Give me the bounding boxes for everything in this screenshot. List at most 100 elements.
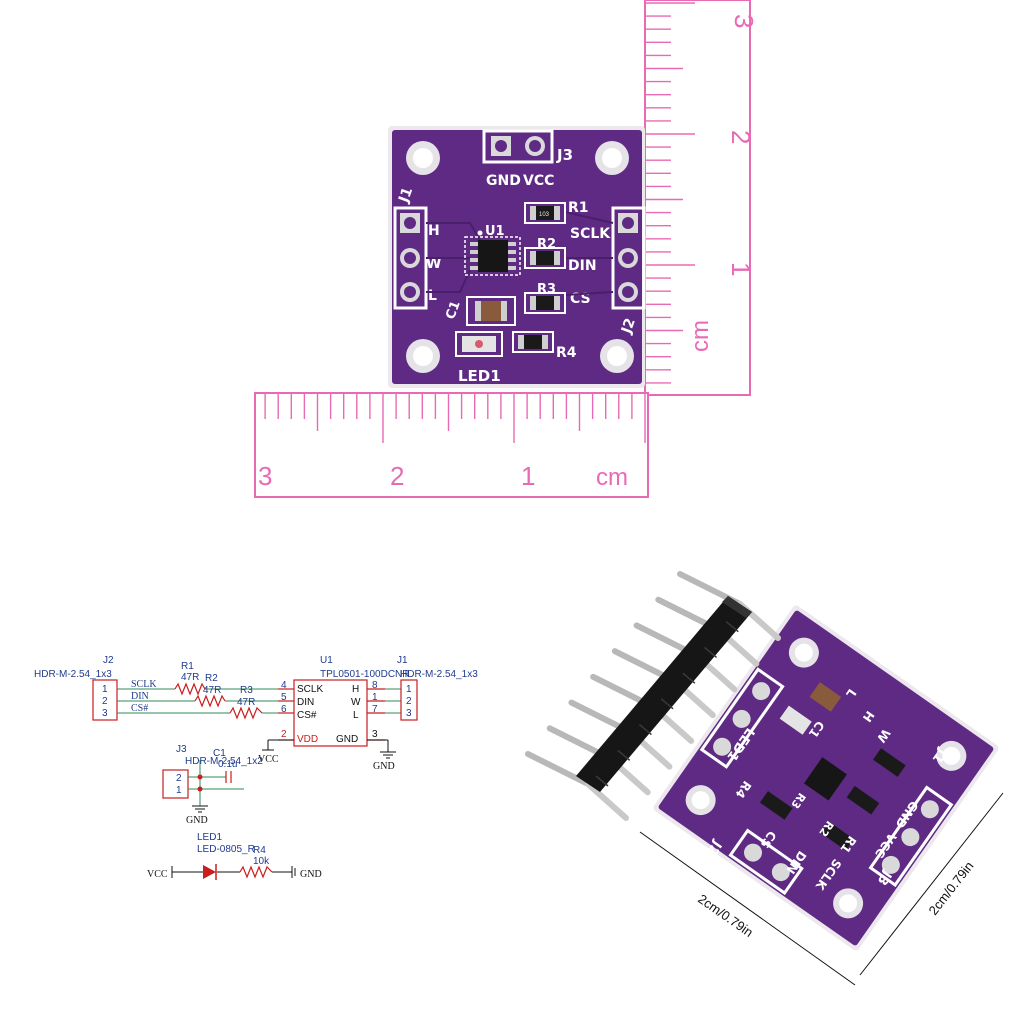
schematic-sclk-net: SCLK (131, 679, 157, 690)
schematic-u1-pin-name: VDD (297, 734, 318, 745)
header-segment (638, 723, 652, 736)
r1-resistor: 103 (524, 202, 566, 224)
schematic-j1-body (400, 679, 418, 721)
vertical-ruler-number-3: 3 (729, 14, 759, 28)
led1-led (455, 331, 503, 357)
r3-resistor (524, 292, 566, 314)
schematic-j2-body (92, 679, 118, 721)
pin-header-strip (525, 571, 781, 821)
angled-j2-label: J2 (704, 837, 725, 858)
schematic-u1-pin-name: SCLK (297, 684, 323, 695)
pcb-top-view: J3 GND VCC J1 H W L J2 SCLK DIN CS (388, 126, 646, 388)
j1-header (393, 206, 428, 310)
u1-chip (464, 230, 521, 276)
schematic-u1-pin-num: 1 (372, 692, 378, 703)
header-segment (595, 775, 609, 787)
dimension-width: 2cm/0.79in (695, 891, 756, 940)
angled-j3-label: J3 (874, 867, 895, 888)
schematic-c1-value: 0.1u (218, 759, 237, 770)
schematic-u1-ref: U1 (320, 655, 333, 666)
schematic-r4-symbol (239, 865, 273, 879)
l-label: L (428, 288, 437, 304)
c1-label: C1 (443, 299, 463, 322)
schematic-j3-gnd-label: GND (186, 815, 208, 826)
header-segment (725, 621, 739, 633)
dimension-height: 2cm/0.79in (926, 858, 977, 917)
vcc-label: VCC (523, 173, 554, 189)
pcb-angled-view: LED1 C1 R4 R3 CS R2 DIN SCLK R1 GND VCC … (525, 571, 1004, 986)
schematic-u1-pin-name: CS# (297, 710, 317, 721)
schematic-j2-pin: 3 (102, 708, 108, 719)
schematic-r2-value: 47R (203, 685, 221, 696)
schematic-led-vcc-label: VCC (147, 869, 168, 880)
header-segment (704, 646, 718, 659)
schematic-j2-ref: J2 (103, 655, 114, 666)
schematic-u1-pin-num: 5 (281, 692, 287, 703)
vertical-ruler-number-1: 1 (726, 262, 756, 276)
schematic-j3-pin: 2 (176, 773, 182, 784)
schematic-u1-pin-name: W (351, 697, 361, 708)
schematic-j3-body (162, 769, 189, 799)
horizontal-ruler: 3 2 1 cm (254, 392, 649, 498)
schematic-j1-pin: 2 (406, 696, 412, 707)
schematic-j3-gnd (192, 805, 208, 813)
schematic-j1-pin: 3 (406, 708, 412, 719)
r2-resistor (524, 247, 566, 269)
schematic-u1-pin-name: GND (336, 734, 358, 745)
schematic-j1-footprint: HDR-M-2.54_1x3 (400, 669, 478, 680)
schematic-gnd-label: GND (373, 761, 395, 772)
angled-j1-label: J1 (929, 745, 950, 766)
r4-label: R4 (556, 345, 577, 361)
led1-label: LED1 (458, 367, 501, 385)
vertical-ruler: 3 2 1 cm (644, 0, 759, 396)
schematic-r1-ref: R1 (181, 661, 194, 672)
schematic-u1-pin-num: 6 (281, 704, 287, 715)
pcb-traces (426, 211, 614, 296)
schematic-u1-pin-num: 2 (281, 729, 287, 740)
schematic-u1-part: TPL0501-100DCNR (320, 669, 410, 680)
horizontal-ruler-number-1: 1 (521, 461, 535, 491)
dimension-lines (639, 792, 1004, 986)
header-segment (660, 698, 674, 710)
angled-w-label: W (874, 726, 893, 745)
r3-label: R3 (537, 282, 556, 297)
schematic-u1-pin-name: L (353, 710, 359, 721)
j2-label: J2 (618, 316, 638, 336)
schematic-j3-wires (188, 760, 244, 806)
schematic-j3-footprint: HDR-M-2.54_1x2 (185, 756, 263, 767)
sclk-label: SCLK (570, 226, 611, 242)
schematic: J2 HDR-M-2.54_1x3 1 2 3 SCLK DIN CS# R1 … (34, 655, 478, 880)
r2-label: R2 (537, 237, 556, 252)
j1-label: J1 (396, 185, 416, 205)
mounting-hole (600, 339, 634, 373)
schematic-u1-pin-num: 7 (372, 704, 378, 715)
schematic-r2-ref: R2 (205, 673, 218, 684)
r4-resistor (512, 331, 554, 353)
schematic-r3-ref: R3 (240, 685, 253, 696)
r1-label: R1 (568, 200, 589, 216)
j3-label: J3 (556, 146, 573, 164)
c1-capacitor (466, 296, 516, 326)
schematic-j2-pin: 1 (102, 684, 108, 695)
horizontal-ruler-number-3: 3 (258, 461, 272, 491)
horizontal-ruler-unit: cm (596, 464, 628, 491)
header-segment (682, 672, 696, 684)
r1-marking: 103 (539, 212, 550, 218)
mounting-hole (595, 141, 629, 175)
schematic-resistors (174, 682, 263, 720)
schematic-led-gnd-label: GND (300, 869, 322, 880)
schematic-j1-ref: J1 (397, 655, 408, 666)
vertical-ruler-unit: cm (687, 320, 714, 352)
u1-label: U1 (485, 224, 505, 239)
schematic-c1-plates (225, 771, 232, 783)
schematic-din-net: DIN (131, 691, 149, 702)
mounting-hole (406, 141, 440, 175)
schematic-j2-footprint: HDR-M-2.54_1x3 (34, 669, 112, 680)
schematic-u1-pin-name: H (352, 684, 359, 695)
schematic-power-wires (262, 739, 396, 759)
schematic-led-wires (171, 866, 296, 878)
schematic-r4-ref: R4 (253, 845, 266, 856)
schematic-led1-ref: LED1 (197, 832, 222, 843)
